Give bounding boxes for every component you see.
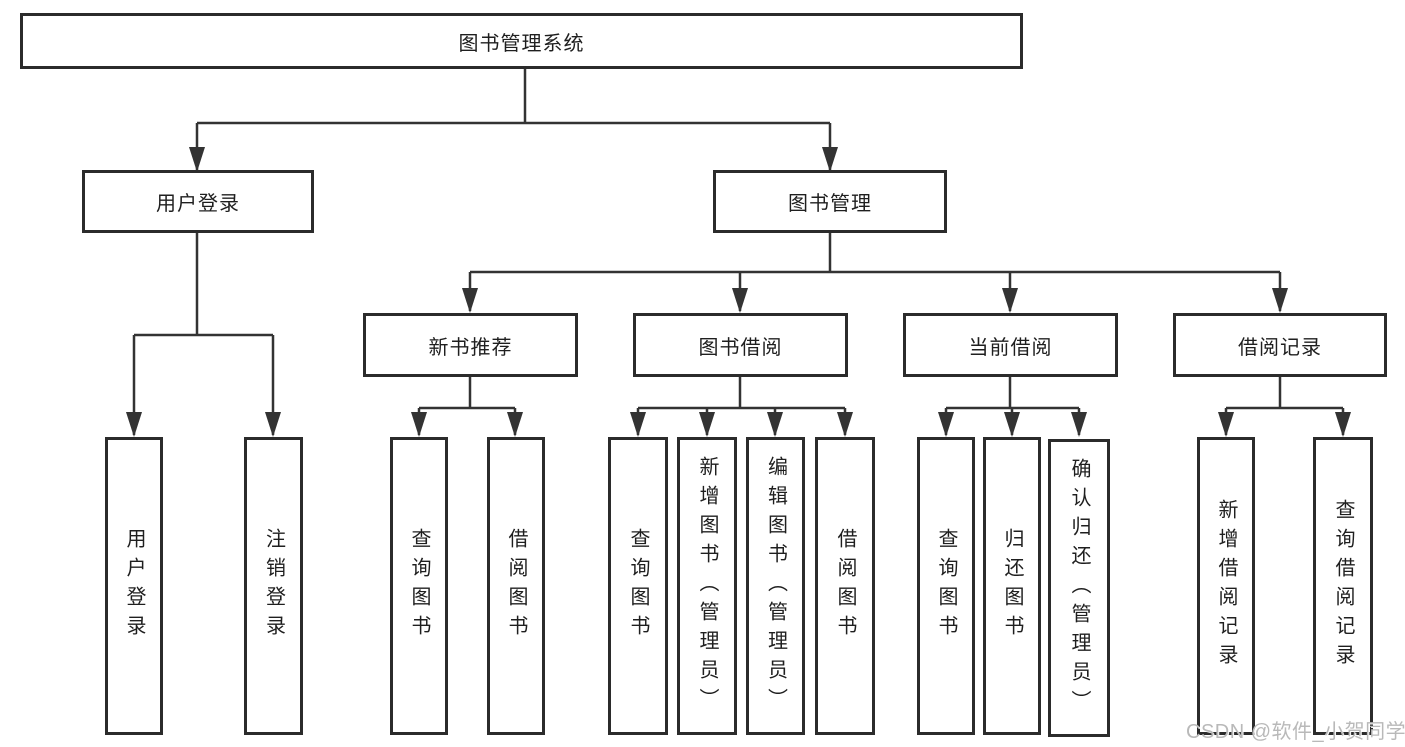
leaf-edit-book-admin: 编辑图书（管理员） bbox=[746, 437, 805, 735]
node-borrow-records: 借阅记录 bbox=[1173, 313, 1387, 377]
leaf-return-book: 归还图书 bbox=[983, 437, 1041, 735]
leaf-label: 查询图书 bbox=[935, 528, 957, 644]
arrowheads bbox=[126, 147, 1351, 437]
node-label: 当前借阅 bbox=[968, 336, 1053, 359]
leaf-confirm-return-admin: 确认归还（管理员） bbox=[1048, 439, 1110, 737]
connector-book-borrow-to-leaves bbox=[636, 376, 847, 435]
leaf-label: 借阅图书 bbox=[834, 528, 856, 644]
node-label: 用户登录 bbox=[156, 193, 240, 215]
node-label: 新书推荐 bbox=[428, 336, 513, 359]
leaf-add-book-admin: 新增图书（管理员） bbox=[677, 437, 737, 735]
leaf-query-book-1: 查询图书 bbox=[390, 437, 448, 735]
leaf-label: 查询借阅记录 bbox=[1332, 499, 1354, 673]
node-label: 图书管理 bbox=[788, 193, 872, 215]
leaf-logout: 注销登录 bbox=[244, 437, 303, 735]
leaf-borrow-book-2: 借阅图书 bbox=[815, 437, 875, 735]
leaf-add-borrow-record: 新增借阅记录 bbox=[1197, 437, 1255, 735]
connector-book-mgmt-to-level2 bbox=[468, 232, 1282, 311]
node-user-login: 用户登录 bbox=[82, 170, 314, 233]
leaf-query-borrow-record: 查询借阅记录 bbox=[1313, 437, 1373, 735]
leaf-label: 确认归还（管理员） bbox=[1068, 457, 1090, 719]
leaf-label: 新增图书（管理员） bbox=[696, 455, 718, 717]
leaf-label: 注销登录 bbox=[262, 528, 285, 644]
leaf-label: 编辑图书（管理员） bbox=[764, 455, 787, 717]
node-label: 图书借阅 bbox=[698, 336, 783, 359]
leaf-label: 归还图书 bbox=[1001, 528, 1023, 644]
node-root-system: 图书管理系统 bbox=[20, 13, 1023, 69]
leaf-label: 查询图书 bbox=[408, 528, 430, 644]
leaf-label: 用户登录 bbox=[123, 528, 145, 644]
node-current-borrow: 当前借阅 bbox=[903, 313, 1118, 377]
leaf-borrow-book-1: 借阅图书 bbox=[487, 437, 545, 735]
connector-new-book-to-leaves bbox=[417, 376, 517, 435]
connector-borrow-records-to-leaves bbox=[1224, 376, 1345, 435]
node-new-book-recommend: 新书推荐 bbox=[363, 313, 578, 377]
leaf-label: 新增借阅记录 bbox=[1215, 499, 1237, 673]
node-book-management: 图书管理 bbox=[713, 170, 947, 233]
leaf-query-book-2: 查询图书 bbox=[608, 437, 668, 735]
leaf-label: 查询图书 bbox=[627, 528, 649, 644]
csdn-watermark: CSDN @软件_小贺同学 bbox=[1186, 721, 1405, 743]
node-label: 图书管理系统 bbox=[458, 32, 585, 55]
node-label: 借阅记录 bbox=[1238, 336, 1322, 359]
leaf-user-login: 用户登录 bbox=[105, 437, 163, 735]
connector-user-login-to-leaves bbox=[132, 232, 275, 435]
leaf-label: 借阅图书 bbox=[505, 528, 527, 644]
leaf-query-book-3: 查询图书 bbox=[917, 437, 975, 735]
node-book-borrow: 图书借阅 bbox=[633, 313, 848, 377]
connector-root-to-level1 bbox=[195, 68, 832, 170]
